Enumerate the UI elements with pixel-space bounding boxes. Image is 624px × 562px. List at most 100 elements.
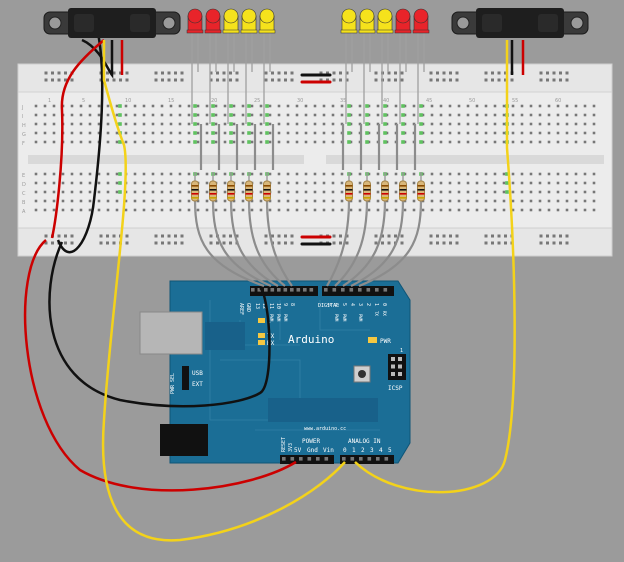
breadboard-hole <box>466 104 470 108</box>
pwr-sel-jumper[interactable] <box>182 366 189 390</box>
led-signal-wire[interactable] <box>229 199 279 287</box>
left-sensor-signal-wire[interactable] <box>101 40 346 542</box>
breadboard-hole <box>277 140 281 144</box>
breadboard-hole <box>142 172 146 176</box>
breadboard-hole <box>214 122 218 126</box>
breadboard-hole <box>367 208 371 212</box>
breadboard-hole <box>349 104 353 108</box>
right-sensor-signal-wire[interactable] <box>354 40 516 494</box>
breadboard-hole <box>304 181 308 185</box>
resistor[interactable] <box>363 172 371 212</box>
power-wire-to-arduino-5v[interactable] <box>23 239 297 492</box>
breadboard-hole <box>574 208 578 212</box>
connected-hole <box>265 113 269 117</box>
ground-wire-to-arduino[interactable] <box>48 241 271 408</box>
breadboard-hole <box>466 113 470 117</box>
ir-sensor-left[interactable] <box>43 8 181 38</box>
connected-hole <box>211 104 215 108</box>
breadboard-hole <box>196 113 200 117</box>
resistor[interactable] <box>381 172 389 212</box>
breadboard-hole <box>268 122 272 126</box>
rail-hole <box>436 78 439 82</box>
breadboard-hole <box>160 140 164 144</box>
header-pin <box>375 288 379 292</box>
breadboard-hole <box>448 104 452 108</box>
rail-hole <box>64 241 67 245</box>
ir-sensor-right[interactable] <box>451 8 589 38</box>
breadboard-hole <box>304 104 308 108</box>
resistor[interactable] <box>345 172 353 212</box>
led-rim <box>204 29 222 34</box>
led-red[interactable] <box>204 8 222 124</box>
led-yellow[interactable] <box>358 8 376 124</box>
rail-hole <box>216 241 219 245</box>
led-signal-wire[interactable] <box>247 199 286 287</box>
breadboard-hole <box>286 122 290 126</box>
header-pin <box>309 288 314 292</box>
rail-hole <box>552 234 556 238</box>
breadboard-hole <box>502 190 506 194</box>
breadboard-hole <box>250 208 254 212</box>
breadboard-hole <box>583 140 587 144</box>
breadboard-hole <box>295 113 299 117</box>
breadboard-hole <box>169 190 173 194</box>
breadboard-hole <box>412 104 416 108</box>
breadboard-hole <box>421 131 425 135</box>
header-pin <box>270 288 275 292</box>
breadboard-hole <box>106 172 110 176</box>
led-yellow[interactable] <box>240 8 258 124</box>
resistor[interactable] <box>227 172 235 212</box>
rail-hole <box>112 241 116 245</box>
breadboard-hole <box>529 181 533 185</box>
resistor[interactable] <box>245 172 253 212</box>
led-yellow[interactable] <box>222 8 240 124</box>
breadboard-hole <box>520 172 524 176</box>
led-red[interactable] <box>394 8 412 124</box>
breadboard-hole <box>592 190 596 194</box>
tx-pin-label: TX <box>374 311 379 316</box>
breadboard-hole <box>97 104 101 108</box>
led-red[interactable] <box>186 8 204 124</box>
resistor[interactable] <box>399 172 407 212</box>
resistor[interactable] <box>263 172 271 212</box>
left-black-ground-wire[interactable] <box>56 23 104 254</box>
rail-hole <box>559 234 562 238</box>
rail-hole <box>491 241 494 245</box>
breadboard-hole <box>70 172 74 176</box>
led-signal-wire[interactable] <box>358 199 423 288</box>
breadboard-hole <box>349 140 353 144</box>
breadboard-hole <box>223 113 227 117</box>
led-signal-wire[interactable] <box>350 199 405 287</box>
connected-hole <box>365 104 369 108</box>
power-label: POWER <box>302 438 320 445</box>
breadboard-hole <box>115 131 119 135</box>
led-yellow[interactable] <box>258 8 276 124</box>
rail-hole <box>125 241 129 245</box>
breadboard-hole <box>124 140 128 144</box>
breadboard-hole <box>376 199 380 203</box>
led-red[interactable] <box>412 8 430 124</box>
breadboard-hole <box>322 199 326 203</box>
resistor[interactable] <box>417 172 425 212</box>
breadboard-hole <box>385 140 389 144</box>
breadboard-hole <box>295 190 299 194</box>
left-red-power-wire[interactable] <box>50 39 105 239</box>
rail-hole <box>99 241 103 245</box>
breadboard-hole <box>493 208 497 212</box>
led-yellow[interactable] <box>340 8 358 124</box>
breadboard-hole <box>160 131 164 135</box>
connected-hole <box>229 140 233 144</box>
breadboard-hole <box>556 140 560 144</box>
led-yellow[interactable] <box>376 8 394 124</box>
led-signal-wire[interactable] <box>193 199 265 288</box>
led-signal-wire[interactable] <box>211 199 272 288</box>
resistor[interactable] <box>209 172 217 212</box>
breadboard-hole <box>187 181 191 185</box>
resistor-band <box>345 185 353 187</box>
connected-hole <box>365 131 369 135</box>
rail-hole <box>449 71 452 75</box>
header-power <box>280 455 334 464</box>
rail-hole <box>70 78 74 82</box>
resistor[interactable] <box>191 172 199 212</box>
led-signal-wire[interactable] <box>342 199 387 287</box>
